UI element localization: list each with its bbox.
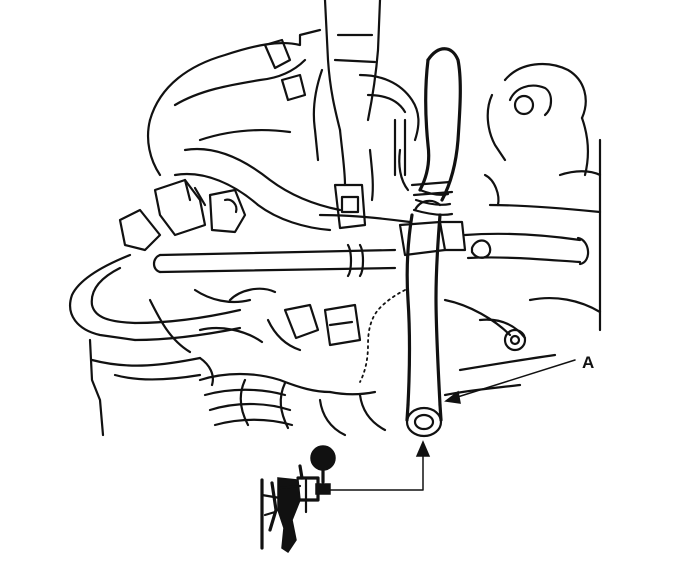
- callout-a-label: A: [582, 353, 594, 372]
- callout-a: A: [444, 353, 594, 404]
- engine-assembly: [69, 0, 602, 437]
- gauge-connection: [329, 440, 431, 491]
- vacuum-gauge: [260, 445, 336, 554]
- hose: [405, 47, 462, 438]
